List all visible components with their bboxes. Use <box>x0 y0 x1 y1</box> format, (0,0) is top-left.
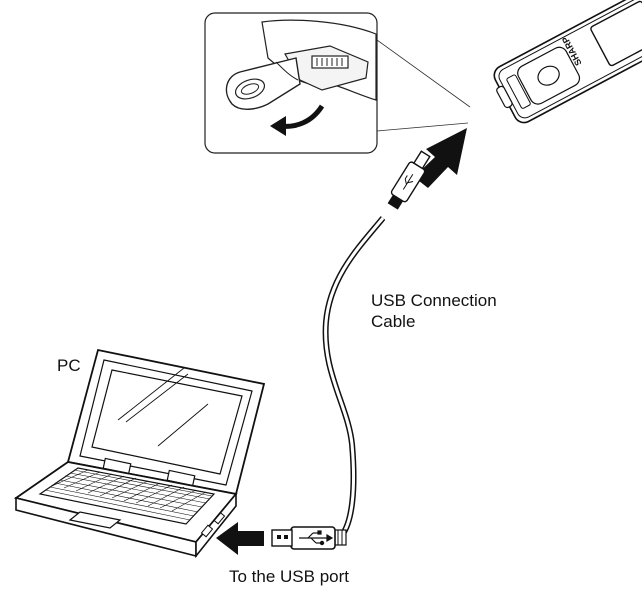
player-screen <box>590 0 642 67</box>
rotate-arrow-icon <box>270 104 325 136</box>
mini-usb-plug <box>387 150 431 210</box>
usb-symbol-icon-small <box>402 173 414 190</box>
usb-cable <box>322 216 386 537</box>
audio-player: SHARP <box>493 0 642 124</box>
keyboard-keys <box>44 469 213 521</box>
trackpad <box>68 511 122 529</box>
keyboard <box>38 467 216 525</box>
laptop-screen <box>91 369 243 475</box>
usb-cable-label: USB Connection Cable <box>371 290 497 332</box>
usb-symbol-icon <box>299 530 334 546</box>
connector-detail-inset <box>204 12 471 154</box>
pc-label: PC <box>57 356 81 375</box>
laptop-pc <box>13 348 266 559</box>
usb-cable-label-line1: USB Connection <box>371 291 497 310</box>
usb-port-label: To the USB port <box>229 567 350 586</box>
arrow-icon-to-player <box>414 128 467 188</box>
arrow-icon-to-pc <box>216 522 264 555</box>
usb-a-plug <box>271 526 347 550</box>
usb-cable-label-line2: Cable <box>371 312 416 331</box>
